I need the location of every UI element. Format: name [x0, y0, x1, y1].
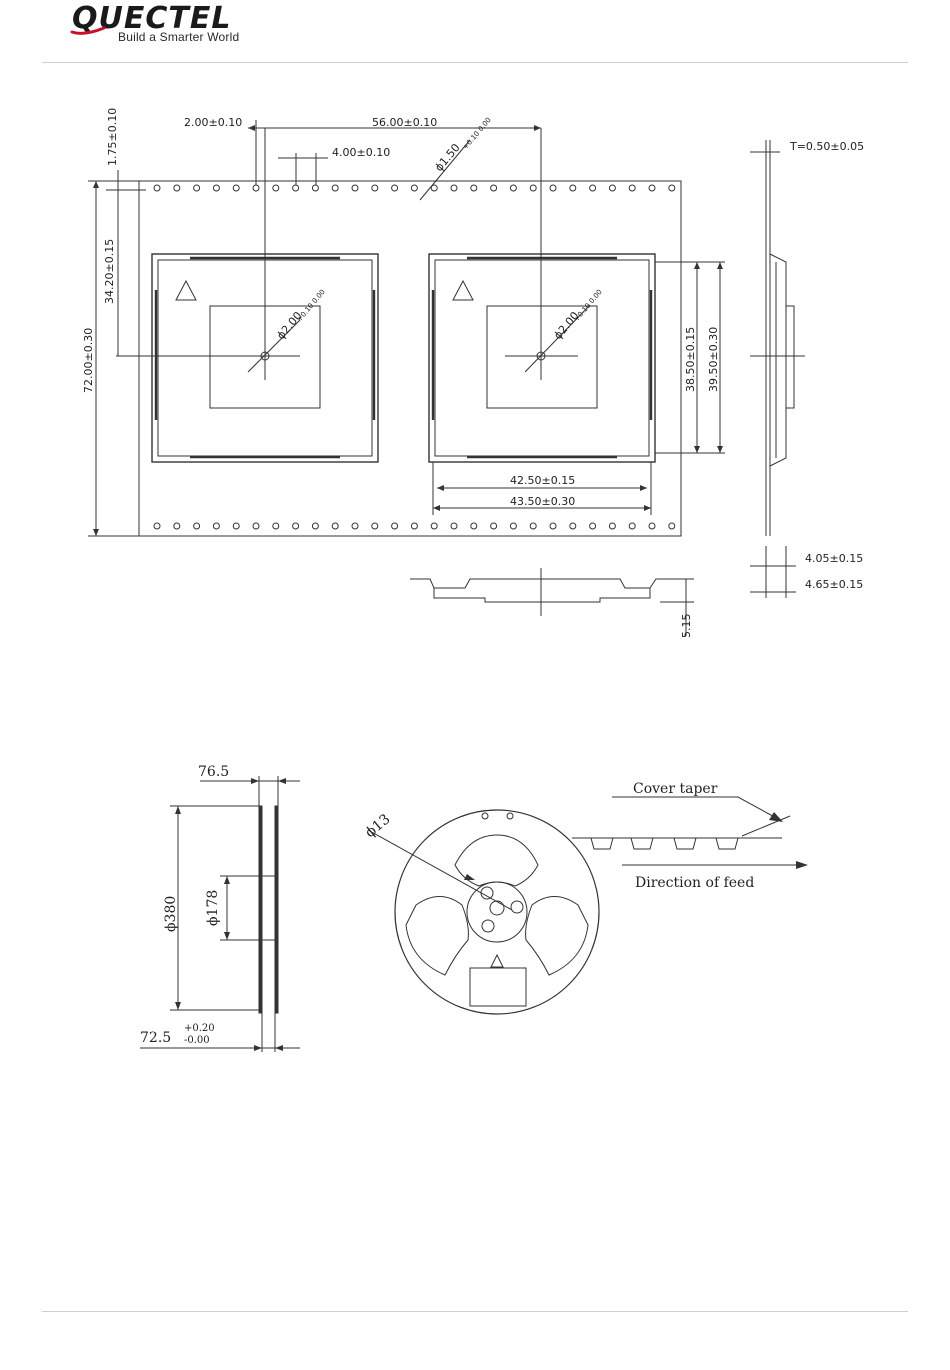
reel-dim-arbor: ϕ13: [362, 811, 393, 841]
direction-of-feed-label: Direction of feed: [635, 875, 754, 891]
reel-dim-tol-minus: -0.00: [184, 1035, 210, 1046]
reel-dim-width-bottom: 72.5: [140, 1030, 171, 1046]
cover-taper-label: Cover taper: [633, 781, 718, 797]
reel-front-view: [368, 810, 599, 1014]
reel-dim-tol-plus: +0.20: [184, 1023, 215, 1034]
footer-divider: [42, 1311, 908, 1312]
reel-dim-hub: ϕ178: [205, 890, 221, 926]
reel-dim-diameter: ϕ380: [163, 896, 179, 932]
carrier-tape: [572, 797, 800, 865]
reel-dim-width-top: 76.5: [198, 764, 229, 780]
